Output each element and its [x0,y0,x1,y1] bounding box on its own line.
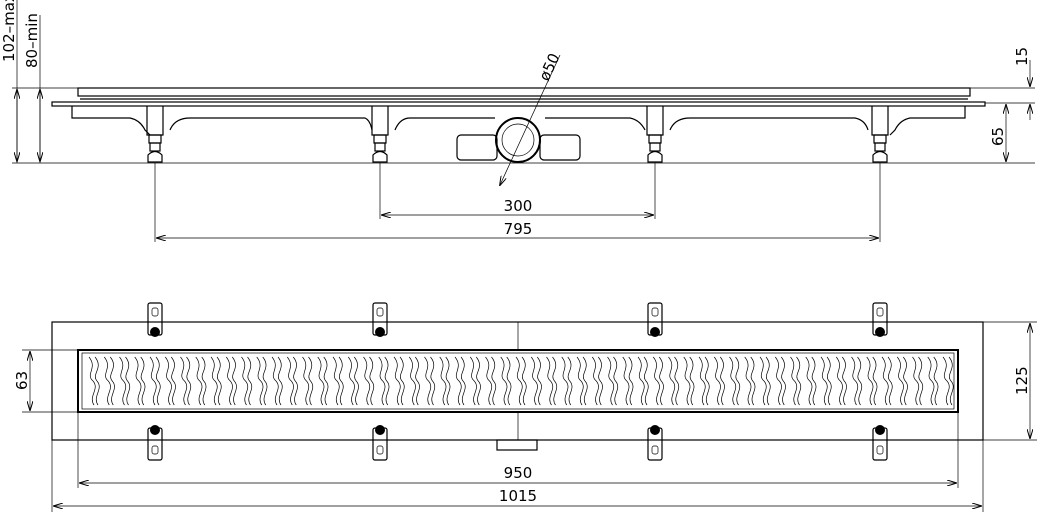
side-view: ø50 102–max 80–min 15 65 300 795 [0,0,1035,242]
wave-slot [317,356,329,406]
wave-slot [180,356,192,406]
wave-slot [790,356,802,406]
wave-slot [515,356,527,406]
wave-slot [241,356,253,406]
wave-slot [668,356,680,406]
wave-slot [408,356,420,406]
wave-slot [835,356,847,406]
grate [77,349,959,413]
wave-slot [759,356,771,406]
wave-slot [439,356,451,406]
frame [51,321,984,441]
wave-slot [713,356,725,406]
wave-slot [896,356,908,406]
wave-slot [469,356,481,406]
wave-slot [302,356,314,406]
wave-slot [332,356,344,406]
dim-height-min: 80–min [23,13,41,68]
wave-slot [698,356,710,406]
mounting-bracket [872,425,888,461]
outlet-stub [496,439,538,451]
wave-slot [210,356,222,406]
wave-slot [88,356,100,406]
wave-slot [774,356,786,406]
wave-slot [256,356,268,406]
wave-slot [454,356,466,406]
adjustable-foot [146,106,164,163]
dim-outlet-diameter: ø50 [535,50,563,83]
dim-grate-width: 63 [13,371,31,390]
plan-view: 63 125 950 1015 [13,302,1037,512]
wave-slot [546,356,558,406]
wave-slot [286,356,298,406]
wave-slot [103,356,115,406]
wave-slot [851,356,863,406]
mounting-bracket [647,302,663,337]
wave-slot [530,356,542,406]
wave-slot [927,356,939,406]
dim-leg-spacing-inner: 300 [504,197,533,215]
wave-slot [195,356,207,406]
mounting-bracket [147,302,163,337]
wave-slot [561,356,573,406]
adjustable-foot [646,106,664,163]
wave-slot [576,356,588,406]
wave-slot [652,356,664,406]
mounting-bracket [372,302,388,337]
dim-grate-thickness: 15 [1013,47,1031,66]
adjustable-foot [871,106,889,163]
dim-leg-spacing-outer: 795 [504,220,533,238]
dim-body-depth: 65 [989,127,1007,146]
wave-slot [363,356,375,406]
wave-slot [485,356,497,406]
flange [51,101,986,107]
wave-slot [820,356,832,406]
wave-slot [225,356,237,406]
mounting-bracket [647,425,663,461]
dim-grate-length: 950 [504,464,533,482]
wave-slot [881,356,893,406]
wave-slot [347,356,359,406]
dim-height-max: 102–max [0,0,18,62]
wave-slot [942,356,954,406]
wave-slot [500,356,512,406]
dim-frame-length: 1015 [499,487,537,505]
wave-slot [393,356,405,406]
wave-slot [622,356,634,406]
grate-top [77,87,971,97]
wave-slot [744,356,756,406]
wave-slot [683,356,695,406]
wave-slot [912,356,924,406]
wave-slot [134,356,146,406]
outlet-pipe [495,117,541,163]
wave-slot [119,356,131,406]
wave-slot [164,356,176,406]
wave-slot [149,356,161,406]
mounting-bracket [372,425,388,461]
wave-slot [607,356,619,406]
wave-slot [637,356,649,406]
wave-slot [378,356,390,406]
adjustable-foot [371,106,389,163]
mounting-bracket [872,302,888,337]
wave-slot [729,356,741,406]
mounting-bracket [147,425,163,461]
wave-slot [271,356,283,406]
wave-slot [424,356,436,406]
wave-slot [591,356,603,406]
dim-frame-width: 125 [1013,366,1031,395]
wave-slot [805,356,817,406]
wave-slot [866,356,878,406]
